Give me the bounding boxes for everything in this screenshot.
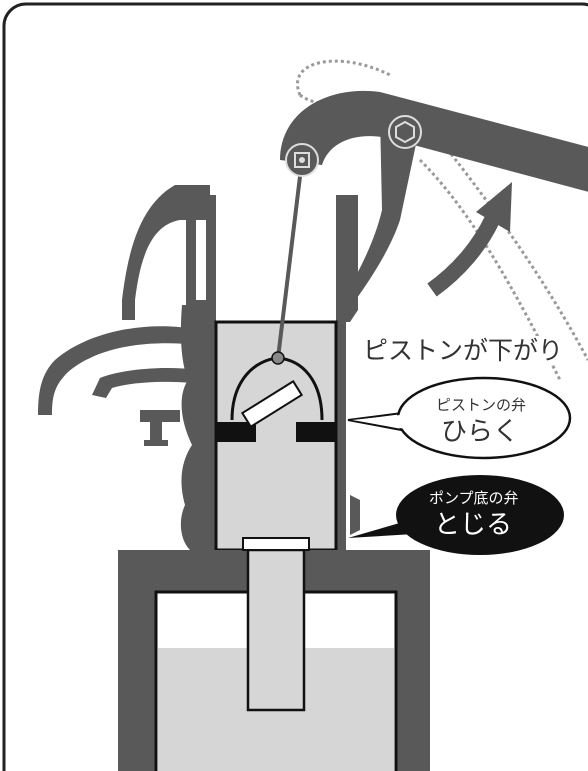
hinge-bolt-left-icon xyxy=(286,144,318,176)
bottom-valve-name: ポンプ底の弁 xyxy=(429,491,519,506)
suction-pipe xyxy=(248,550,304,710)
piston-valve-name: ピストンの弁 xyxy=(436,398,526,413)
hinge-bolt-right-icon xyxy=(389,116,421,148)
piston-valve-state: ひらく xyxy=(441,419,519,445)
piston-down-label: ピストンが下がり xyxy=(361,336,565,365)
rod-joint xyxy=(272,352,284,364)
bottom-valve-state: とじる xyxy=(434,512,512,538)
bottom-valve xyxy=(243,538,309,550)
